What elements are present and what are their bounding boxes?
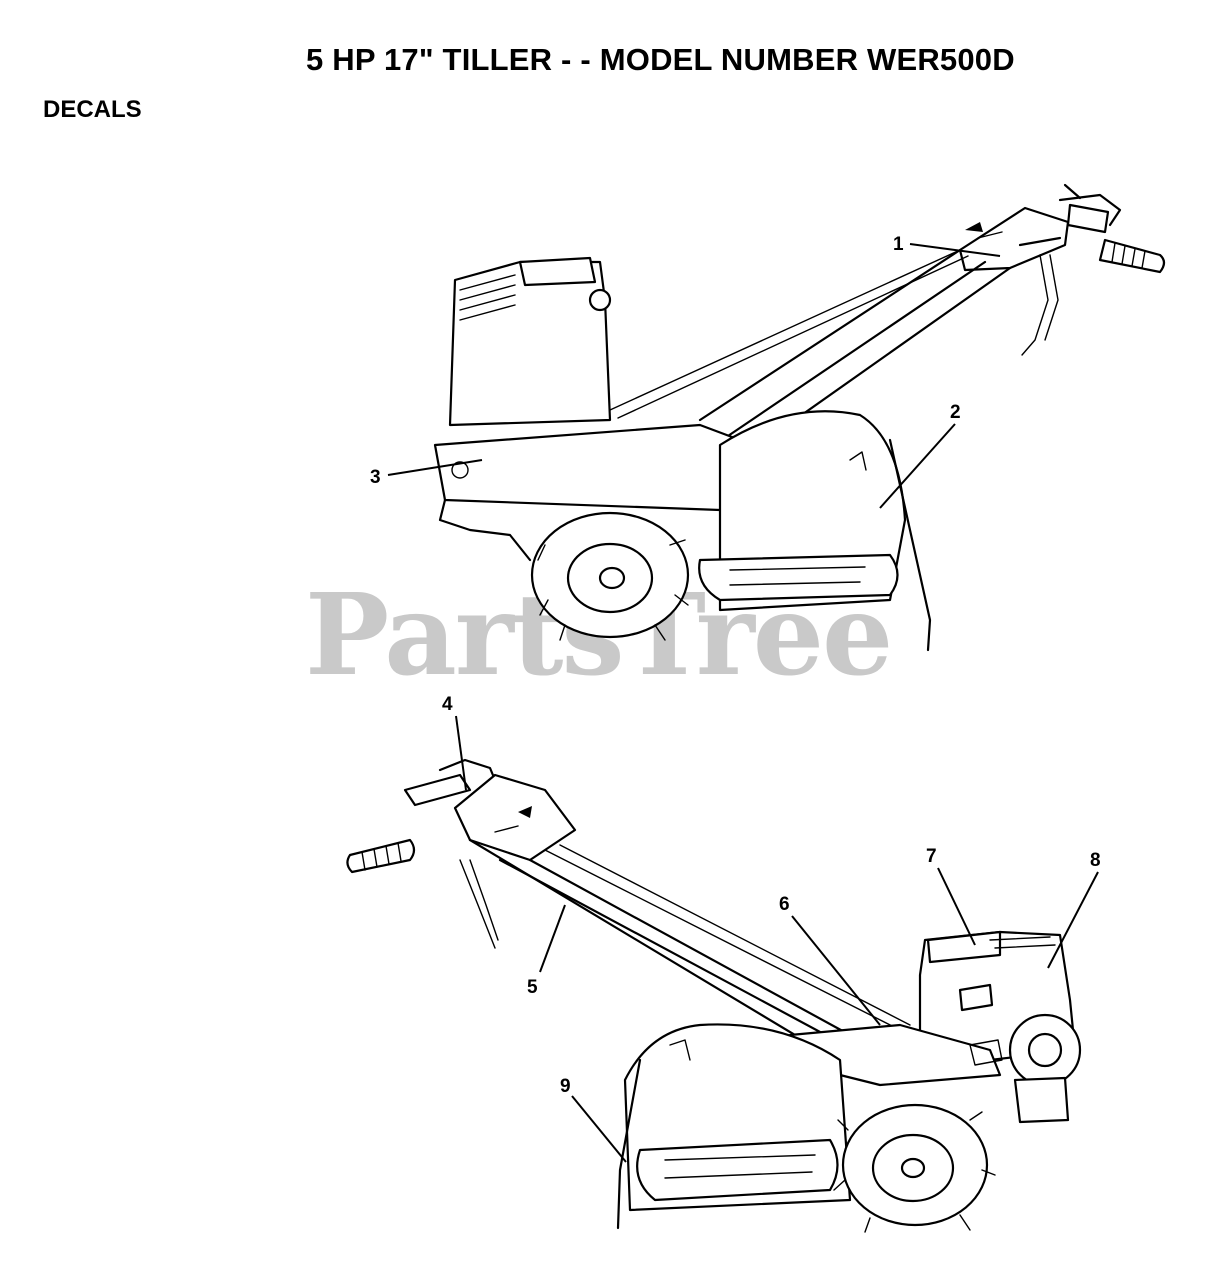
callout-9: 9 <box>560 1076 627 1163</box>
svg-text:1: 1 <box>893 234 904 255</box>
section-title: DECALS <box>43 96 142 123</box>
page-title: 5 HP 17" TILLER - - MODEL NUMBER WER500D <box>306 42 1015 77</box>
tiller-left-side-icon <box>346 758 1082 1233</box>
svg-text:5: 5 <box>527 977 538 998</box>
svg-text:3: 3 <box>370 467 381 488</box>
callout-8: 8 <box>1047 850 1101 969</box>
svg-text:9: 9 <box>560 1076 571 1097</box>
callout-1: 1 <box>893 234 1001 257</box>
callout-3: 3 <box>370 459 483 488</box>
callout-7: 7 <box>926 846 976 946</box>
svg-text:7: 7 <box>926 846 937 867</box>
svg-text:6: 6 <box>779 894 790 915</box>
callout-2: 2 <box>879 402 961 509</box>
callout-5: 5 <box>527 904 566 998</box>
svg-text:8: 8 <box>1090 850 1101 871</box>
callout-6: 6 <box>779 894 881 1026</box>
svg-text:2: 2 <box>950 402 961 423</box>
svg-text:4: 4 <box>442 694 453 715</box>
callout-4: 4 <box>442 694 467 791</box>
tiller-right-side-icon <box>433 183 1166 652</box>
